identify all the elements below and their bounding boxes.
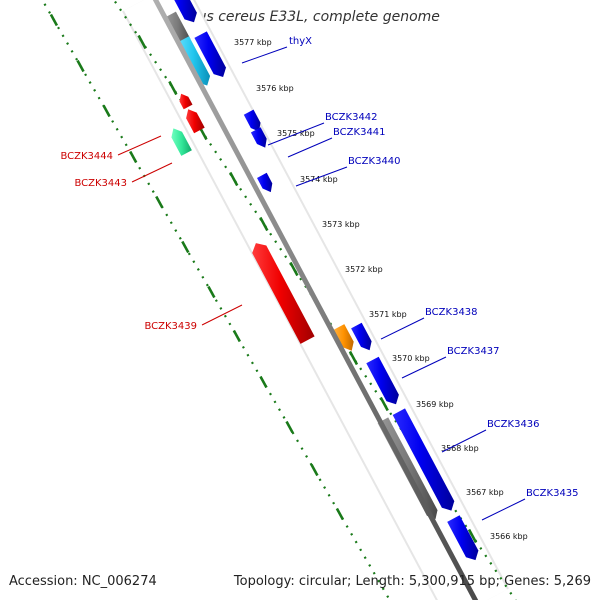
ruler-minor-tick: [155, 195, 164, 209]
ruler-major-tick: [259, 216, 269, 232]
gene-arrow-fwd: [351, 322, 372, 351]
ruler-major-tick: [289, 261, 299, 277]
ruler-major-tick: [467, 528, 478, 544]
gene-arrow-orange: [333, 324, 354, 351]
ruler-major-tick: [168, 80, 178, 96]
accession-text: Accession: NC_006274: [9, 574, 157, 589]
gene-label: BCZK3441: [333, 127, 386, 138]
label-leader-line: [117, 135, 162, 156]
genome-backbone: [152, 0, 479, 600]
tick-label: 3573 kbp: [322, 220, 360, 229]
ruler-minor-tick: [335, 507, 345, 521]
gene-label: BCZK3440: [348, 156, 401, 167]
gene-label: BCZK3443: [74, 178, 127, 189]
gene-label: BCZK3442: [325, 112, 378, 123]
label-leader-line: [295, 166, 348, 187]
gene-label: BCZK3439: [144, 321, 197, 332]
ruler-minor-tick: [181, 240, 190, 254]
ruler-major-tick: [229, 171, 239, 187]
inner-ruler: [41, 0, 391, 600]
gene-label: BCZK3435: [526, 488, 579, 499]
gene-label: BCZK3437: [447, 346, 500, 357]
gene-arrow-rev: [252, 243, 315, 344]
label-leader-line: [380, 317, 425, 340]
ruler-minor-tick: [102, 104, 111, 118]
ruler-minor-tick: [310, 463, 319, 477]
tick-label: 3567 kbp: [466, 488, 504, 497]
gene-arrow-fwd: [250, 127, 267, 148]
gene-label: BCZK3438: [425, 307, 478, 318]
ruler-minor-tick: [129, 150, 138, 164]
ruler-minor-tick: [285, 420, 294, 434]
topology-text: Topology: circular; Length: 5,300,915 bp…: [233, 574, 591, 589]
gene-arrow-rev: [179, 93, 193, 110]
label-leader-line: [287, 137, 333, 158]
ruler-major-tick: [348, 350, 359, 366]
gene-box-gray: [165, 11, 191, 48]
ruler-minor-tick: [207, 285, 216, 299]
gene-labels: thyXBCZK3442BCZK3441BCZK3440BCZK3438BCZK…: [60, 36, 579, 521]
map-title: Bacillus cereus E33L, complete genome: [160, 9, 440, 25]
label-leader-line: [241, 46, 288, 64]
gene-arrow-fwd: [194, 31, 226, 77]
tick-label: 3572 kbp: [345, 265, 383, 274]
tick-label: 3568 kbp: [441, 444, 479, 453]
ruler-major-tick: [379, 396, 389, 412]
tick-label: 3570 kbp: [392, 354, 430, 363]
ruler-minor-tick: [259, 375, 268, 389]
label-leader-line: [441, 429, 487, 453]
tick-label: 3569 kbp: [416, 400, 454, 409]
ruler-minor-tick: [232, 329, 241, 343]
gene-arrow-fwd: [447, 515, 479, 561]
label-leader-line: [131, 162, 173, 183]
tick-labels: 3577 kbp 3576 kbp 3575 kbp 3574 kbp 3573 kbp…: [234, 38, 528, 541]
gene-arrow-fwd: [366, 356, 399, 405]
label-leader-line: [201, 304, 243, 326]
gene-arrow-green: [171, 128, 192, 156]
gene-arrow-rev: [186, 109, 205, 134]
gene-label: BCZK3436: [487, 419, 540, 430]
gene-arrow-fwd: [392, 408, 455, 511]
tick-label: 3575 kbp: [277, 129, 315, 138]
gene-arrow-fwd: [243, 109, 261, 132]
tick-label: 3571 kbp: [369, 310, 407, 319]
label-leader-line: [481, 498, 526, 521]
ruler-minor-tick: [49, 13, 59, 27]
ruler-major-tick: [137, 34, 147, 50]
gene-label: BCZK3444: [60, 151, 113, 162]
tick-label: 3576 kbp: [256, 84, 294, 93]
ruler-minor-tick: [76, 59, 85, 73]
gene-arrow-fwd: [257, 172, 273, 193]
tick-label: 3574 kbp: [300, 175, 338, 184]
label-leader-line: [401, 356, 447, 379]
gene-arrow-cyan: [176, 36, 211, 86]
label-leader-line: [267, 122, 325, 146]
tick-label: 3577 kbp: [234, 38, 272, 47]
gene-label: thyX: [289, 36, 312, 47]
tick-label: 3566 kbp: [490, 532, 528, 541]
gene-arrow-fwd: [174, 0, 197, 23]
